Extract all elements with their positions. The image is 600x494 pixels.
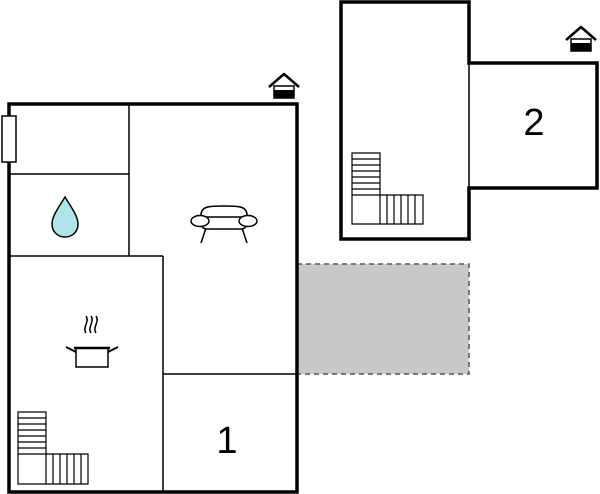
stairs-icon bbox=[351, 152, 424, 225]
cooking-pot-icon bbox=[65, 315, 119, 368]
stairs-icon bbox=[17, 411, 89, 485]
floor-1: 1 bbox=[1, 72, 300, 494]
entrance-icon bbox=[565, 25, 597, 52]
terrace-area bbox=[296, 263, 470, 375]
floor-1-number: 1 bbox=[216, 420, 237, 462]
water-drop-icon bbox=[51, 195, 79, 238]
floor-1-outer-wall bbox=[7, 102, 299, 494]
floor-1-interior-walls bbox=[9, 104, 297, 492]
floor-2-number: 2 bbox=[523, 102, 544, 144]
floor-2: 2 bbox=[339, 0, 599, 241]
floor-2-outer-wall bbox=[339, 0, 599, 241]
radiator-icon bbox=[1, 115, 17, 163]
entrance-icon bbox=[268, 72, 300, 99]
sofa-icon bbox=[190, 205, 258, 244]
